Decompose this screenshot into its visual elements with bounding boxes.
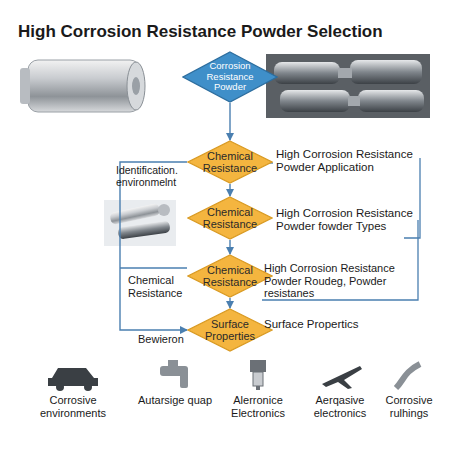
node-label: Corrosion Resistance Powder [199,61,261,92]
node-label: Surface Properties [200,318,260,342]
parts-illustration [104,200,176,246]
flow-connector [229,298,230,308]
rollers-photo [266,54,430,118]
diagram-title: High Corrosion Resistance Powder Selecti… [18,22,383,42]
decision-diamond: Corrosion Resistance Powder [182,51,278,103]
plane-icon [322,366,362,389]
node-label: Chemical Resistance [200,206,260,230]
side-note: Chemical Resistance [128,274,186,299]
diamond-text-column: Chemical Resistance [200,150,260,174]
diamond-text-column: Corrosion Resistance Powder [199,61,261,92]
diamond-shape [188,255,272,297]
icon-caption: Alerronice Electronics [218,394,298,419]
diamond-text-wrap: Corrosion Resistance Powder [182,51,278,103]
diamond-shape [188,309,272,351]
node-label: Chemical Resistance [200,264,260,288]
icon-caption: Corrosive environments [30,394,116,419]
icon-caption: Aerqasive electronics [300,394,380,419]
flow-connector [229,240,230,254]
diamond-shape [183,52,277,102]
diamond-text-wrap: Surface Properties [187,308,273,352]
diamond-text-wrap: Chemical Resistance [187,196,273,240]
diamond-text-column: Chemical Resistance [200,264,260,288]
side-note: Bewieron [138,333,198,346]
side-note: Identification. environmelnt [116,164,186,188]
decision-diamond: Chemical Resistance [187,254,273,298]
pipe-icon [396,364,420,388]
side-note: High Corrosion Resistance Powder Applica… [276,148,426,174]
cylinder-illustration [20,60,145,112]
flow-connector [229,103,230,140]
diamond-shape [188,141,272,183]
diamond-shape [188,197,272,239]
decision-diamond: Chemical Resistance [187,196,273,240]
diamond-text-wrap: Chemical Resistance [187,254,273,298]
flow-connector [229,184,230,196]
decision-diamond: Surface Properties [187,308,273,352]
car-icon [48,368,98,391]
side-note: High Corrosion Resistance Powder fowder … [276,207,426,233]
icon-caption: Autarsige quap [135,394,215,407]
icon-caption: Corrosive rulhings [372,394,446,419]
diamond-text-wrap: Chemical Resistance [187,140,273,184]
spark-plug-icon [250,360,266,390]
side-note: Surface Propertics [264,318,394,331]
node-label: Chemical Resistance [200,150,260,174]
decision-diamond: Chemical Resistance [187,140,273,184]
side-note: High Corrosion Resistance Powder Roudeg,… [264,262,424,300]
diamond-text-column: Chemical Resistance [200,206,260,230]
diamond-text-column: Surface Properties [200,318,260,342]
faucet-icon [160,360,188,388]
